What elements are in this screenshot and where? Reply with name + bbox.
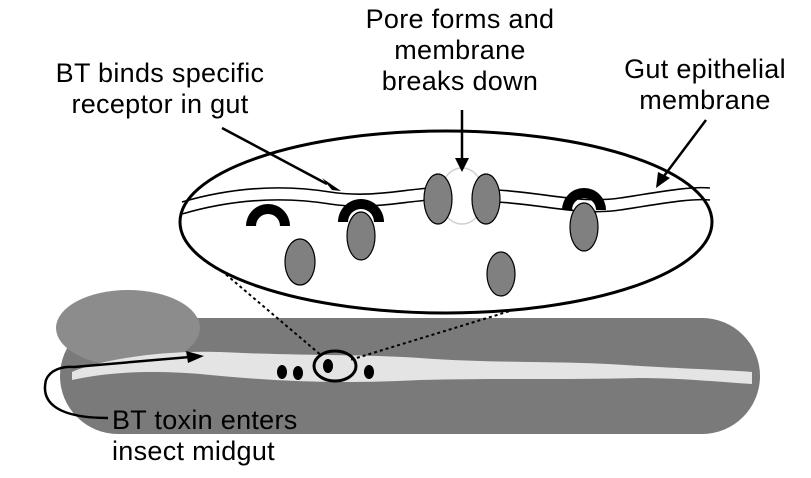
- toxin-particle: [323, 359, 333, 373]
- label-pore-forms-line3: breaks down: [305, 66, 615, 97]
- label-pore-forms-line1: Pore forms and: [305, 4, 615, 35]
- toxin-particle: [277, 365, 287, 379]
- label-bt-toxin-line1: BT toxin enters: [112, 405, 372, 436]
- toxin-protein: [487, 252, 515, 296]
- toxin-particle: [364, 365, 374, 379]
- label-pore-forms: Pore forms and membrane breaks down: [305, 4, 615, 97]
- arrow-membrane: [664, 120, 706, 176]
- toxin-protein: [570, 203, 598, 251]
- label-bt-binds-line1: BT binds specific: [10, 58, 310, 89]
- toxin-particle: [293, 366, 303, 380]
- label-bt-toxin: BT toxin enters insect midgut: [112, 405, 372, 467]
- toxin-protein: [472, 174, 500, 224]
- label-bt-toxin-line2: insect midgut: [112, 436, 372, 467]
- label-gut-epithelial: Gut epithelial membrane: [600, 54, 810, 116]
- toxin-protein: [347, 212, 375, 260]
- zoom-membrane-ellipse: [180, 131, 712, 313]
- label-gut-epithelial-line2: membrane: [600, 85, 810, 116]
- label-pore-forms-line2: membrane: [305, 35, 615, 66]
- toxin-protein: [424, 174, 452, 224]
- label-bt-binds: BT binds specific receptor in gut: [10, 58, 310, 120]
- toxin-protein: [285, 239, 315, 285]
- label-gut-epithelial-line1: Gut epithelial: [600, 54, 810, 85]
- label-bt-binds-line2: receptor in gut: [10, 89, 310, 120]
